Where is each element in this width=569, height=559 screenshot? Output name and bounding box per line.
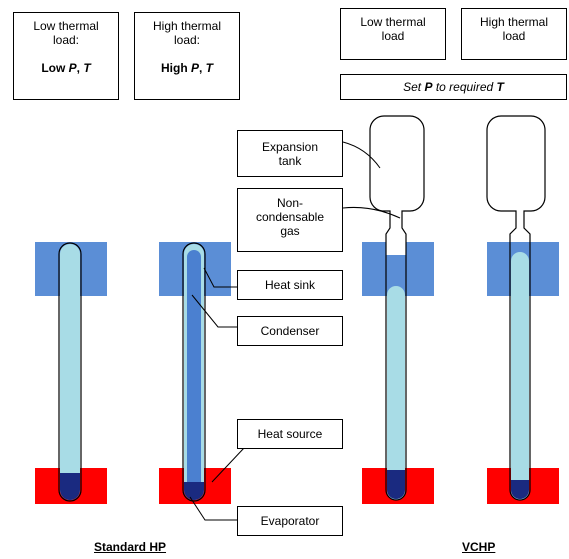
evaporator-text: Evaporator: [260, 514, 320, 528]
box-low-standard-sep: ,: [76, 61, 84, 75]
set-text-1: Set: [403, 80, 425, 94]
box-high-standard-prefix: High: [160, 61, 191, 75]
leader-lines: [189, 141, 401, 521]
label-heat-source: Heat source: [237, 419, 343, 449]
condenser-text: Condenser: [260, 324, 320, 338]
leader-line-heat-source: [211, 447, 245, 483]
box-low-thermal-load-vchp: Low thermal load: [340, 8, 446, 60]
box-high-vchp-line1: High thermal: [479, 15, 549, 29]
box-set-pressure: Set P to required T: [340, 74, 567, 100]
leader-line-non-condensable-gas: [342, 207, 401, 219]
box-high-standard-line2: load:: [173, 33, 201, 47]
heat-sink-text: Heat sink: [264, 278, 316, 292]
box-low-vchp-line2: load: [381, 29, 405, 43]
box-high-thermal-load-standard: High thermal load: High P, T: [134, 12, 240, 100]
caption-vchp: VCHP: [462, 540, 496, 554]
heat-source-text: Heat source: [257, 427, 323, 441]
box-high-standard-state: High P, T: [135, 61, 239, 75]
heat-pipe-standard-high: [182, 242, 206, 502]
box-high-thermal-load-vchp: High thermal load: [461, 8, 567, 60]
box-low-standard-line2: load:: [52, 33, 80, 47]
pressure-symbol: P: [424, 80, 433, 94]
expansion-tank-line1: Expansion: [261, 140, 319, 154]
box-low-vchp-line1: Low thermal: [360, 15, 426, 29]
pressure-symbol: P: [68, 61, 77, 75]
label-evaporator: Evaporator: [237, 506, 343, 536]
leader-line-condenser: [191, 294, 237, 328]
box-high-vchp-line2: load: [502, 29, 526, 43]
ncg-line2: condensable: [255, 210, 325, 224]
label-non-condensable-gas: Non- condensable gas: [237, 188, 343, 252]
leader-line-expansion-tank: [342, 141, 381, 169]
box-low-standard-line1: Low thermal: [33, 19, 99, 33]
box-low-thermal-load-standard: Low thermal load: Low P, T: [13, 12, 119, 100]
label-expansion-tank: Expansion tank: [237, 130, 343, 177]
ncg-line3: gas: [280, 224, 300, 238]
box-low-standard-state: Low P, T: [14, 61, 118, 75]
box-low-standard-prefix: Low: [41, 61, 69, 75]
expansion-tank-line2: tank: [278, 154, 302, 168]
temperature-symbol: T: [205, 61, 214, 75]
pressure-symbol: P: [190, 61, 199, 75]
set-text-2: to required: [432, 80, 497, 94]
box-high-standard-sep: ,: [199, 61, 206, 75]
temperature-symbol: T: [83, 61, 91, 75]
leader-line-heat-sink: [203, 267, 237, 288]
box-high-standard-line1: High thermal: [152, 19, 222, 33]
ncg-line1: Non-: [276, 196, 303, 210]
temperature-symbol: T: [496, 80, 504, 94]
caption-standard-hp: Standard HP: [94, 540, 167, 554]
heat-pipe-standard-low: [58, 242, 82, 502]
label-heat-sink: Heat sink: [237, 270, 343, 300]
heat-pipe-vchp-low: [369, 115, 425, 501]
leader-line-evaporator: [189, 496, 237, 521]
heat-pipe-vchp-high: [486, 115, 546, 501]
label-condenser: Condenser: [237, 316, 343, 346]
